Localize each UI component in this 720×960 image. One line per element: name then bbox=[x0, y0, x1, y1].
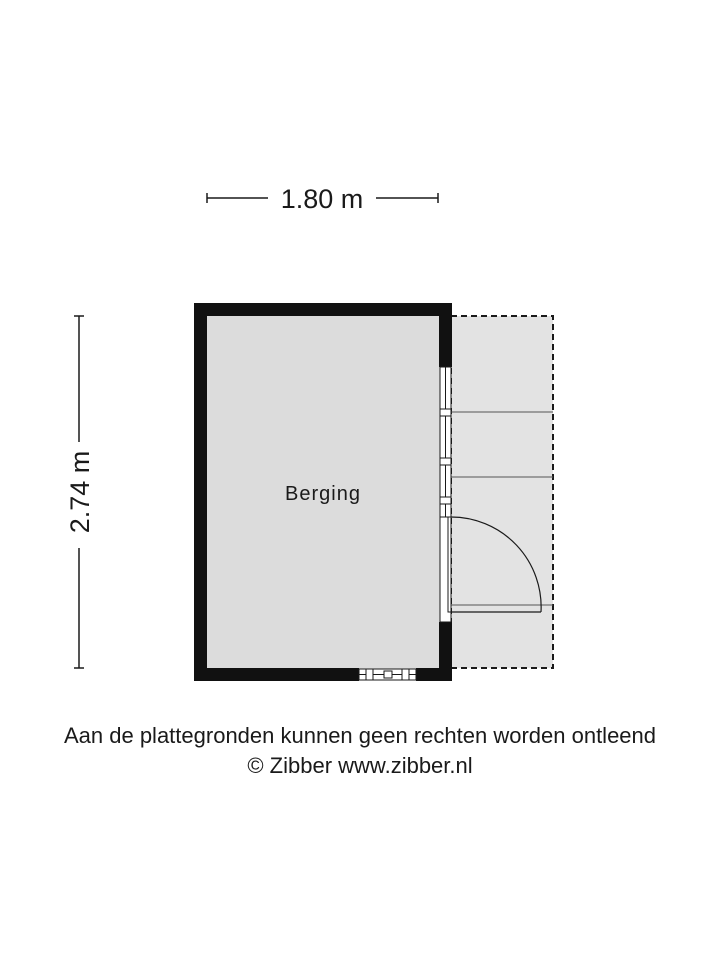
depth-dimension-label: 2.74 m bbox=[65, 451, 95, 534]
bottom-window-mullion-1 bbox=[365, 668, 374, 681]
width-dimension-label: 1.80 m bbox=[281, 184, 364, 214]
wall-bottom-left bbox=[194, 668, 359, 681]
door bbox=[439, 516, 542, 623]
door-leaf bbox=[447, 516, 452, 613]
bottom-window-mullion-2 bbox=[383, 670, 393, 679]
wall-top bbox=[194, 303, 452, 316]
door-swing-arc bbox=[450, 516, 542, 613]
wall-left bbox=[194, 303, 207, 681]
window-mullion-1 bbox=[439, 408, 452, 417]
room-floor-berging bbox=[201, 310, 445, 674]
window-mullion-3 bbox=[439, 496, 452, 505]
width-dimension: 1.80 m bbox=[206, 184, 439, 214]
depth-dimension: 2.74 m bbox=[65, 315, 95, 669]
bottom-wall-window bbox=[358, 668, 417, 681]
wall-right-top bbox=[439, 303, 452, 367]
window-mullion-2 bbox=[439, 457, 452, 466]
right-wall-windows bbox=[439, 366, 452, 518]
room-label-berging: Berging bbox=[285, 483, 361, 505]
wall-right-bottom bbox=[439, 622, 452, 681]
disclaimer-text: Aan de plattegronden kunnen geen rechten… bbox=[63, 723, 657, 748]
outdoor-area bbox=[450, 315, 554, 669]
copyright-text: © Zibber www.zibber.nl bbox=[247, 753, 473, 778]
walls bbox=[194, 303, 452, 681]
bottom-window-mullion-3 bbox=[401, 668, 410, 681]
